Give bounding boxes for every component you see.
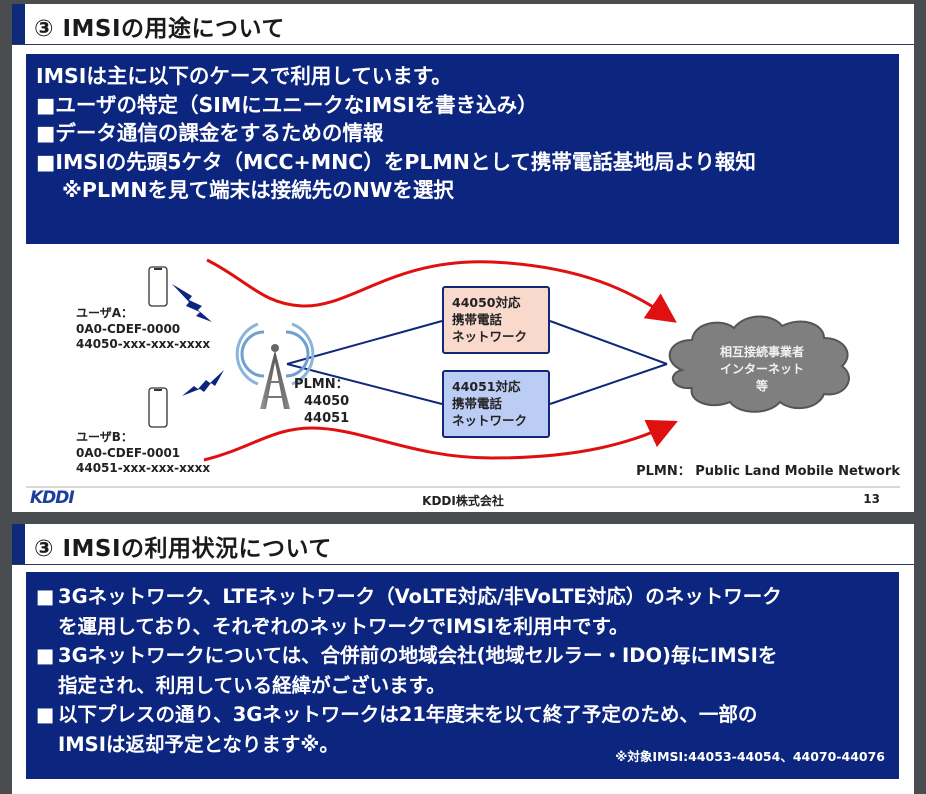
slide-imsi-usage: ③ IMSIの用途について IMSIは主に以下のケースで利用しています。 ■ユー… xyxy=(12,4,914,512)
link-net-a-cloud xyxy=(549,320,668,365)
plmn-legend: PLMN： Public Land Mobile Network xyxy=(636,464,900,479)
cloud-line: 相互接続事業者 xyxy=(719,345,804,359)
signal-icon-user-b xyxy=(182,370,224,396)
cell-tower-icon xyxy=(235,322,315,409)
phone-icon-user-a xyxy=(148,266,168,307)
plmn-label: PLMN： 44050 44051 xyxy=(294,376,349,427)
network-box-44050: 44050対応 携帯電話 ネットワーク xyxy=(442,286,550,354)
user-a-label: ユーザA： 0A0-CDEF-0000 44050-xxx-xxx-xxxx xyxy=(76,306,210,353)
bullet-line: IMSIは返却予定となります※。 xyxy=(58,732,339,756)
bullet-line: 3Gネットワーク、LTEネットワーク（VoLTE対応/非VoLTE対応）のネット… xyxy=(58,585,782,608)
bullet-marker: ■ xyxy=(36,644,55,667)
bullet-line: を運用しており、それぞれのネットワークでIMSIを利用中です。 xyxy=(58,614,629,638)
plmn-value-44050: 44050 xyxy=(304,394,350,409)
bullet-marker: ■ xyxy=(36,585,55,608)
link-tower-net-b xyxy=(286,363,443,405)
plmn-subnote: ※PLMNを見て端末は接続先のNWを選択 xyxy=(62,178,454,202)
link-net-b-cloud xyxy=(549,363,668,405)
intro-text: IMSIは主に以下のケースで利用しています。 xyxy=(36,64,452,88)
kddi-logo: KDDI xyxy=(30,488,100,510)
phone-icon-user-b xyxy=(148,387,168,428)
bullet-3g-history: ■ 3Gネットワークについては、合併前の地域会社(地域セルラー・IDO)毎にIM… xyxy=(36,641,889,700)
svg-text:KDDI: KDDI xyxy=(30,488,74,506)
network-diagram: ユーザA： 0A0-CDEF-0000 44050-xxx-xxx-xxxx ユ… xyxy=(12,252,914,484)
title-accent-bar xyxy=(12,524,25,564)
target-imsi-footnote: ※対象IMSI:44053-44054、44070-44076 xyxy=(615,748,885,764)
slide-title-bar: ③ IMSIの利用状況について xyxy=(12,524,914,565)
footer-divider xyxy=(26,486,900,488)
flow-arrow-bottom xyxy=(203,419,678,462)
bullet-networks: ■ 3Gネットワーク、LTEネットワーク（VoLTE対応/非VoLTE対応）のネ… xyxy=(36,582,889,641)
cloud-icon xyxy=(668,315,850,413)
bullet-plmn-broadcast: ■IMSIの先頭5ケタ（MCC+MNC）をPLMNとして携帯電話基地局より報知 xyxy=(36,149,756,174)
status-box: ■ 3Gネットワーク、LTEネットワーク（VoLTE対応/非VoLTE対応）のネ… xyxy=(26,572,899,779)
cloud-line: インターネット xyxy=(719,362,804,376)
user-a-imsi: 44050-xxx-xxx-xxxx xyxy=(76,337,211,351)
user-b-label: ユーザB： 0A0-CDEF-0001 44051-xxx-xxx-xxxx xyxy=(76,430,210,477)
bullet-line: 3Gネットワークについては、合併前の地域会社(地域セルラー・IDO)毎にIMSI… xyxy=(58,644,778,667)
network-box-44051: 44051対応 携帯電話 ネットワーク xyxy=(442,370,550,438)
network-b-line: ネットワーク xyxy=(452,413,528,428)
network-a-line: 携帯電話 xyxy=(452,312,503,327)
title-accent-bar xyxy=(12,4,25,44)
user-a-id: 0A0-CDEF-0000 xyxy=(76,321,181,336)
network-b-line: 44051対応 xyxy=(452,379,521,394)
signal-icon-user-a xyxy=(172,284,212,322)
slide-title: ③ IMSIの利用状況について xyxy=(34,536,332,562)
bullet-marker: ■ xyxy=(36,703,55,726)
footer-company: KDDI株式会社 xyxy=(422,494,504,508)
slide-imsi-status: ③ IMSIの利用状況について ■ 3Gネットワーク、LTEネットワーク（VoL… xyxy=(12,524,914,794)
plmn-value-44051: 44051 xyxy=(304,411,350,426)
user-b-name: ユーザB： xyxy=(76,430,133,444)
page-number: 13 xyxy=(863,492,880,506)
slide-title: ③ IMSIの用途について xyxy=(34,16,285,42)
network-a-line: ネットワーク xyxy=(452,329,528,344)
bullet-line: 指定され、利用している経緯がございます。 xyxy=(58,673,446,697)
bullet-user-identification: ■ユーザの特定（SIMにユニークなIMSIを書き込み） xyxy=(36,92,538,117)
cloud-label: 相互接続事業者 インターネット 等 xyxy=(692,344,832,395)
user-b-id: 0A0-CDEF-0001 xyxy=(76,445,181,460)
network-a-line: 44050対応 xyxy=(452,295,521,310)
bullet-line: 以下プレスの通り、3Gネットワークは21年度末を以て終了予定のため、一部の xyxy=(58,703,758,726)
summary-box: IMSIは主に以下のケースで利用しています。 ■ユーザの特定（SIMにユニークな… xyxy=(26,54,899,244)
user-a-name: ユーザA： xyxy=(76,306,134,320)
bullet-billing: ■データ通信の課金をするための情報 xyxy=(36,121,384,145)
cloud-line: 等 xyxy=(755,379,768,393)
plmn-title: PLMN： xyxy=(294,377,349,392)
user-b-imsi: 44051-xxx-xxx-xxxx xyxy=(76,461,211,475)
slide-title-bar: ③ IMSIの用途について xyxy=(12,4,914,45)
network-b-line: 携帯電話 xyxy=(452,396,503,411)
bullet-3g-shutdown: ■ 以下プレスの通り、3Gネットワークは21年度末を以て終了予定のため、一部の … xyxy=(36,700,889,759)
flow-arrow-top xyxy=(206,258,677,323)
